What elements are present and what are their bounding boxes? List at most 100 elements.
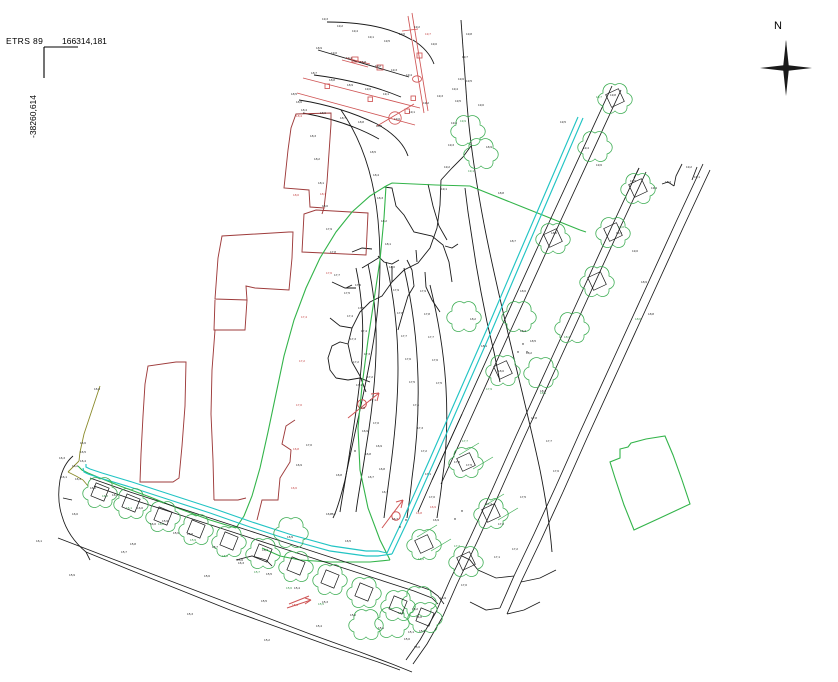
spot-height-label: 18,8	[498, 191, 505, 195]
spot-height-label: 16,0	[137, 506, 144, 510]
spot-height-label: 16,1	[61, 475, 68, 479]
survey-point-dots	[354, 343, 528, 528]
spot-height-label: 18,0	[389, 265, 396, 269]
spot-height-label: 15,0	[414, 645, 421, 649]
spot-height-label: 17,5	[344, 291, 351, 295]
spot-height-label: 17,1	[494, 555, 501, 559]
center-curved-edges	[332, 109, 448, 519]
spot-height-label: 16,8	[365, 452, 372, 456]
utility-line-olive	[67, 385, 101, 487]
spot-height-label: 16,3	[238, 561, 245, 565]
spot-height-label: 16,9	[440, 596, 447, 600]
coordinate-tick-mark	[43, 46, 78, 78]
spot-height-label: 17,3	[350, 337, 357, 341]
spot-height-label: 17,0	[296, 403, 303, 407]
spot-height-label: 15,2	[350, 613, 357, 617]
spot-height-label: 19,6	[399, 32, 406, 36]
spot-height-label: 19,2	[686, 165, 693, 169]
spot-height-label: 16,5	[80, 450, 87, 454]
spot-height-label: 18,0	[322, 204, 329, 208]
spot-height-label: 17,1	[370, 398, 377, 402]
spot-height-label: 15,5	[266, 572, 273, 576]
spot-height-label: 16,5	[345, 539, 352, 543]
spot-height-label: 18,5	[370, 150, 377, 154]
spot-height-label: 19,2	[414, 25, 421, 29]
spot-height-label: 19,3	[322, 17, 329, 21]
spot-height-label: 19,0	[394, 117, 401, 121]
spot-height-label: 16,9	[362, 429, 369, 433]
spot-height-label: 19,5	[384, 39, 391, 43]
spot-height-label: 18,4	[564, 335, 571, 339]
flow-direction-marker-bottom-left	[286, 595, 312, 609]
spot-height-label: 17,7	[546, 439, 553, 443]
spot-height-label: 17,9	[393, 288, 400, 292]
spot-height-label: 15,2	[264, 638, 271, 642]
spot-height-label: 16,8	[379, 467, 386, 471]
spot-height-label: 17,2	[454, 544, 461, 548]
spot-height-label: 17,7	[462, 439, 469, 443]
spot-height-label: 17,5	[520, 495, 527, 499]
spot-height-label: 17,8	[330, 250, 337, 254]
spot-height-label: 19,6	[458, 77, 465, 81]
flow-direction-marker-upper	[347, 392, 380, 419]
spot-height-label: 17,4	[301, 315, 308, 319]
spot-height-label: 18,6	[296, 100, 303, 104]
spot-height-label: 18,8	[329, 78, 336, 82]
spot-height-label: 16,1	[126, 506, 133, 510]
water-main-cyan	[82, 116, 584, 557]
spot-height-label: 16,9	[296, 463, 303, 467]
spot-height-label: 19,4	[452, 87, 459, 91]
spot-height-label: 19,7	[596, 95, 603, 99]
spot-height-label: 16,8	[416, 511, 423, 515]
spot-height-label: 16,2	[102, 494, 109, 498]
spot-height-label: 17,5	[358, 306, 365, 310]
spot-height-label: 17,6	[553, 469, 560, 473]
central-parcel-outline	[327, 145, 501, 393]
isolated-parcel-green	[609, 435, 691, 531]
spot-height-label: 18,8	[358, 120, 365, 124]
spot-height-label: 18,1	[481, 344, 488, 348]
spot-height-label: 15,8	[187, 532, 194, 536]
spot-height-label: 17,5	[466, 463, 473, 467]
spot-height-label: 17,7	[334, 273, 341, 277]
spot-height-label: 19,1	[441, 187, 448, 191]
spot-height-label: 17,7	[428, 335, 435, 339]
spot-height-label: 17,8	[424, 312, 431, 316]
spot-height-label: 19,0	[478, 103, 485, 107]
spot-height-label: 19,7	[425, 32, 432, 36]
spot-height-label: 18,7	[340, 116, 347, 120]
spot-height-label: 19,2	[444, 165, 451, 169]
spot-height-label: 17,2	[421, 449, 428, 453]
spot-height-label: 17,4	[413, 403, 420, 407]
spot-height-label: 18,1	[318, 181, 325, 185]
spot-height-label: 18,7	[311, 71, 318, 75]
survey-annotation-red	[296, 12, 429, 127]
spot-height-label: 19,3	[437, 94, 444, 98]
spot-height-label: 17,2	[512, 547, 519, 551]
spot-height-label: 19,3	[448, 143, 455, 147]
spot-height-label: 17,9	[420, 289, 427, 293]
spot-height-label: 17,6	[454, 460, 461, 464]
spot-height-label: 19,0	[331, 51, 338, 55]
spot-height-label: 16,0	[72, 512, 79, 516]
spot-height-label: 19,7	[462, 55, 469, 59]
spot-height-label: 17,3	[498, 522, 505, 526]
spot-height-label: 15,6	[237, 558, 244, 562]
spot-height-label: 18,7	[510, 239, 517, 243]
spot-height-label: 19,1	[694, 175, 701, 179]
spot-height-label: 18,9	[316, 46, 323, 50]
spot-height-label: 19,5	[455, 99, 462, 103]
spot-height-label: 15,9	[69, 573, 76, 577]
spot-height-label: 19,1	[346, 56, 353, 60]
spot-height-label: 15,4	[316, 624, 323, 628]
spot-height-label: 18,3	[377, 196, 384, 200]
spot-height-label: 16,3	[59, 456, 66, 460]
spot-height-label: 18,6	[551, 231, 558, 235]
spot-height-label: 17,7	[401, 334, 408, 338]
spot-height-label: 16,5	[287, 535, 294, 539]
spot-height-label: 18,9	[376, 124, 383, 128]
spot-height-label: 17,8	[397, 311, 404, 315]
spot-height-label: 19,2	[337, 24, 344, 28]
spot-height-label: 16,7	[330, 512, 337, 516]
